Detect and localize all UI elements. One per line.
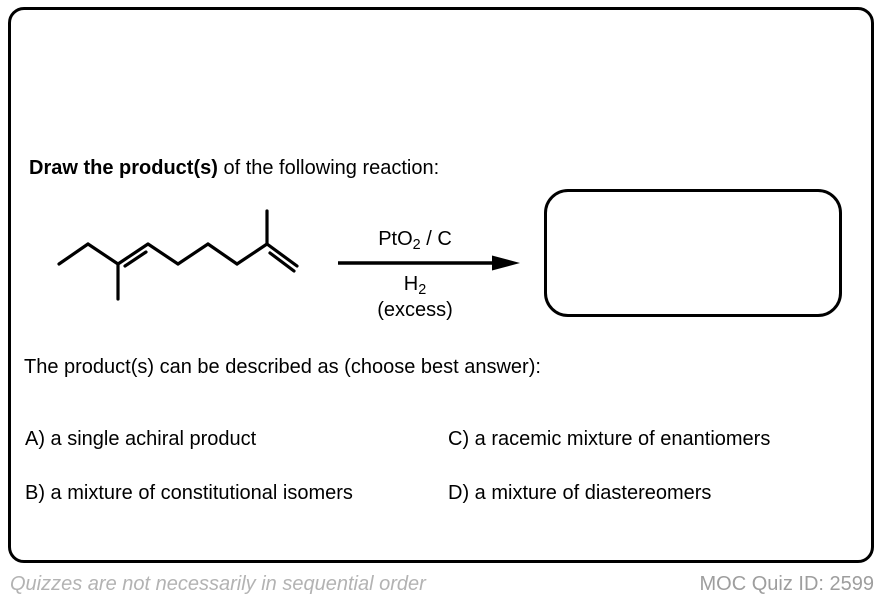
catalyst-label: PtO2 / C bbox=[315, 228, 515, 253]
option-d[interactable]: D) a mixture of diastereomers bbox=[448, 482, 712, 504]
excess-label: (excess) bbox=[377, 299, 453, 321]
hydrogen-subscript: 2 bbox=[418, 282, 427, 299]
product-draw-box[interactable] bbox=[544, 189, 842, 317]
option-c[interactable]: C) a racemic mixture of enantiomers bbox=[448, 428, 771, 450]
question-text: The product(s) can be described as (choo… bbox=[24, 356, 541, 378]
option-b[interactable]: B) a mixture of constitutional isomers bbox=[25, 482, 353, 504]
prompt-text: Draw the product(s) of the following rea… bbox=[29, 156, 439, 180]
quiz-id-label: MOC Quiz ID: 2599 bbox=[699, 573, 874, 595]
footer-note: Quizzes are not necessarily in sequentia… bbox=[10, 573, 426, 595]
catalyst-suffix: / C bbox=[420, 228, 452, 250]
catalyst-subscript: 2 bbox=[412, 237, 421, 254]
hydrogen-label: H2 bbox=[315, 273, 515, 298]
prompt-bold: Draw the product(s) bbox=[29, 157, 218, 179]
hydrogen-base: H bbox=[403, 273, 419, 295]
catalyst-base: PtO bbox=[378, 228, 413, 250]
prompt-rest: of the following reaction: bbox=[217, 157, 440, 179]
option-a[interactable]: A) a single achiral product bbox=[25, 428, 257, 450]
